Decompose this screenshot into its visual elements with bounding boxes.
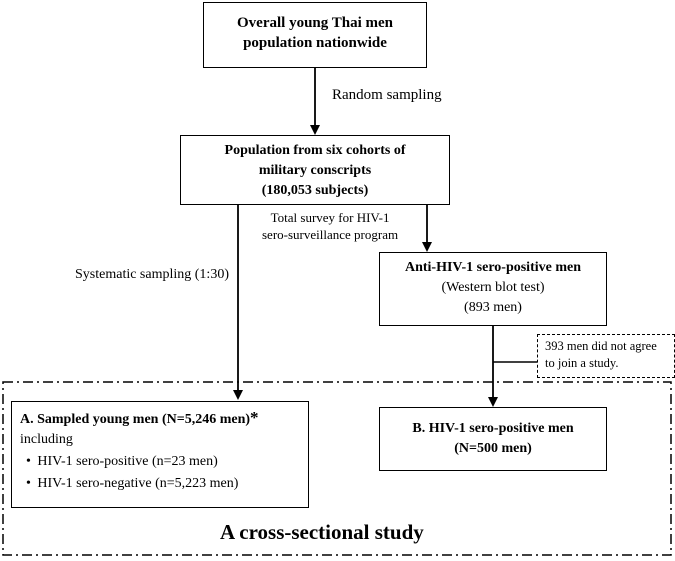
seropositive-line1: B. HIV-1 sero-positive men [412, 421, 574, 436]
label-systematic-sampling: Systematic sampling (1:30) [75, 267, 229, 282]
cohorts-line1: Population from six cohorts of [224, 143, 406, 158]
sampled-title-row: A. Sampled young men (N=5,246 men)* [20, 408, 308, 430]
antihiv-line2: (Western blot test) [441, 280, 545, 295]
sampled-title: A. Sampled young men (N=5,246 men) [20, 412, 251, 427]
sampled-item-text: HIV-1 sero-negative (n=5,223 men) [37, 476, 239, 491]
sampled-asterisk: * [250, 408, 259, 427]
sampled-item-text: HIV-1 sero-positive (n=23 men) [37, 454, 218, 469]
sampled-including: including [20, 432, 73, 447]
study-label: A cross-sectional study [220, 520, 424, 544]
antihiv-line1: Anti-HIV-1 sero-positive men [404, 260, 582, 275]
box-hiv-seropositive-men: B. HIV-1 sero-positive men (N=500 men) [379, 407, 607, 471]
sampled-item: • HIV-1 sero-positive (n=23 men) [20, 452, 308, 472]
refused-line1: 393 men did not agree [545, 339, 657, 353]
label-total-survey-line2: sero-surveillance program [262, 227, 399, 242]
bullet-icon: • [26, 476, 31, 491]
cohorts-line2: military conscripts [258, 163, 372, 178]
sampled-item: • HIV-1 sero-negative (n=5,223 men) [20, 474, 308, 494]
label-total-survey-line1: Total survey for HIV-1 [270, 210, 390, 225]
overall-population-line2: population nationwide [243, 35, 387, 51]
box-did-not-agree: 393 men did not agree to join a study. [537, 334, 675, 378]
label-total-survey: Total survey for HIV-1 sero-surveillance… [262, 209, 398, 243]
study-frame [2, 381, 672, 556]
cohorts-line3: (180,053 subjects) [261, 183, 369, 198]
box-anti-hiv-positive: Anti-HIV-1 sero-positive men (Western bl… [379, 252, 607, 326]
antihiv-line3: (893 men) [464, 300, 522, 315]
overall-population-line1: Overall young Thai men [237, 15, 393, 31]
label-random-sampling: Random sampling [332, 87, 442, 103]
bullet-icon: • [26, 454, 31, 469]
box-sampled-young-men: A. Sampled young men (N=5,246 men)* incl… [11, 401, 309, 508]
refused-line2: to join a study. [545, 356, 619, 370]
box-overall-population: Overall young Thai men population nation… [203, 2, 427, 68]
seropositive-line2: (N=500 men) [454, 441, 532, 456]
box-military-cohorts: Population from six cohorts of military … [180, 135, 450, 205]
